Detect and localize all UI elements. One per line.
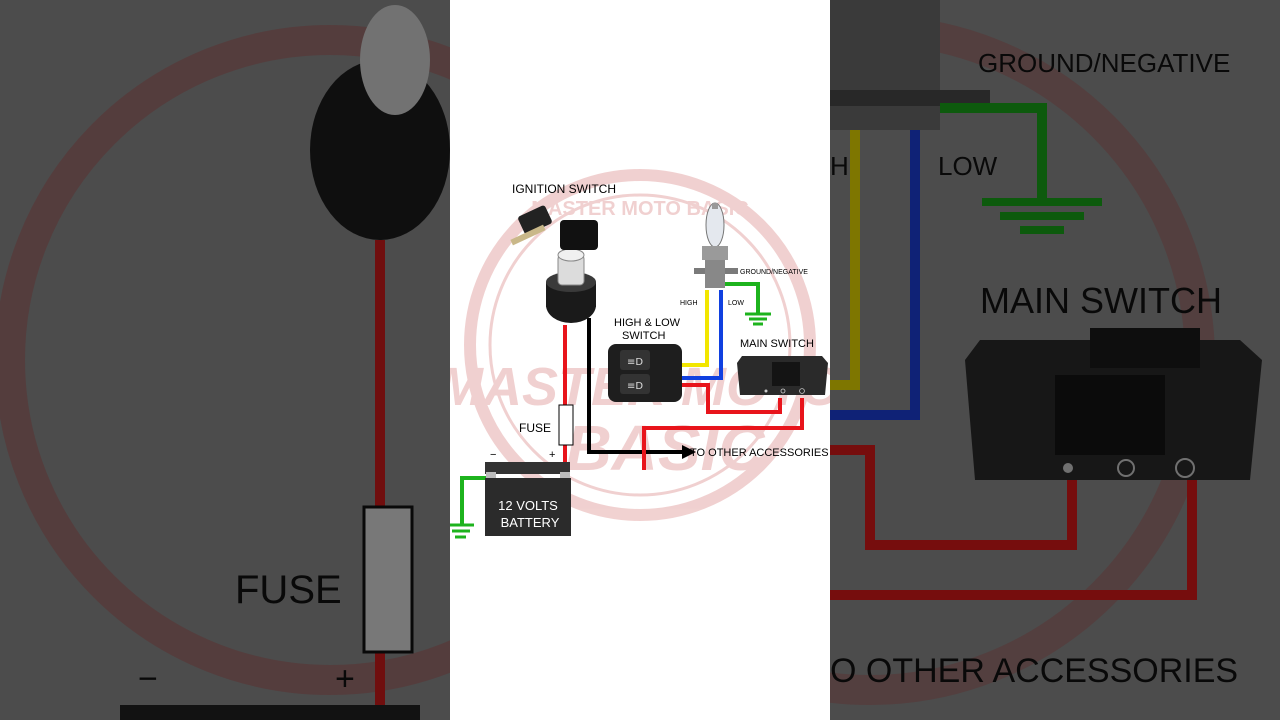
left-zoom-diagram: FUSE − +	[0, 0, 450, 720]
right-main-switch-toggle	[1055, 375, 1165, 455]
fuse-label: FUSE	[519, 421, 551, 435]
bulb-tip	[712, 203, 718, 209]
wire-yellow-high	[680, 290, 709, 367]
battery-negative-terminal	[486, 472, 496, 480]
right-zoom-diagram: GROUND/NEGATIVE LOW H MAIN SWITCH O OTHE…	[830, 0, 1280, 720]
low-wire-label: LOW	[728, 300, 744, 307]
wire-red-main-accessory	[642, 398, 804, 470]
high-low-switch-label-line2: SWITCH	[622, 330, 665, 342]
left-battery-top	[120, 705, 420, 720]
high-low-switch: ≡D ≡D	[608, 344, 682, 402]
battery-minus-label: −	[490, 449, 496, 461]
key-fob-icon	[518, 205, 552, 235]
main-switch	[737, 356, 828, 395]
right-main-switch-cap	[1090, 328, 1200, 368]
right-bulb-base	[830, 0, 940, 130]
high-beam-icon: ≡D	[627, 357, 643, 368]
left-watermark-ring	[0, 25, 450, 695]
battery-body	[485, 478, 571, 536]
battery-label-line1: 12 VOLTS	[498, 498, 558, 513]
right-parking-light-icon	[1117, 459, 1135, 477]
to-other-accessories-label: TO OTHER ACCESSORIES	[690, 447, 829, 459]
fuse-shape	[558, 404, 574, 446]
wire-red-switch-main	[682, 383, 782, 414]
watermark-top-text: MASTER MOTO BASIC	[531, 198, 748, 220]
left-fuse-shape	[362, 505, 414, 654]
bulb-base	[705, 260, 725, 288]
left-ignition-chrome	[360, 5, 430, 115]
left-red-wire	[375, 240, 385, 720]
headlight-wiring-diagram: MASTER MOTO BASIC MASTER MOTO BASIC	[450, 169, 830, 539]
accessory-arrow-icon	[682, 445, 696, 459]
main-switch-headlight-icon	[799, 388, 805, 394]
ignition-switch-label: IGNITION SWITCH	[512, 182, 616, 196]
right-green-wire	[940, 103, 1047, 200]
main-switch-toggle	[772, 362, 800, 386]
ground-negative-label: GROUND/NEGATIVE	[740, 269, 808, 276]
ignition-switch	[510, 205, 598, 323]
main-switch-off-icon	[764, 389, 768, 393]
wire-black-accessory	[587, 318, 682, 454]
wiring-diagram-panel: MASTER MOTO BASIC MASTER MOTO BASIC	[450, 0, 830, 720]
right-ground-bar1	[982, 198, 1102, 206]
right-ground-bar3	[1020, 226, 1064, 234]
battery-top-cover	[485, 462, 570, 474]
right-headlight-sun-icon	[1175, 458, 1195, 478]
high-beam-button	[620, 350, 650, 370]
key-blade-icon	[510, 224, 546, 246]
right-ground-bar2	[1000, 212, 1084, 220]
watermark-inner-ring	[488, 193, 792, 497]
low-beam-icon: ≡D	[627, 381, 643, 392]
right-red-wire-1	[830, 445, 1077, 550]
left-minus-label: −	[138, 660, 158, 698]
left-plus-label: +	[335, 660, 355, 698]
right-off-dot-icon	[1063, 463, 1073, 473]
right-red-wire-2	[830, 480, 1197, 600]
right-bulb-flange	[830, 90, 990, 106]
battery-label-line2: BATTERY	[501, 515, 560, 530]
main-switch-parking-icon	[780, 388, 786, 394]
right-main-switch-label: MAIN SWITCH	[980, 280, 1222, 321]
watermark-ring	[464, 169, 816, 521]
battery-plus-label: +	[549, 449, 555, 461]
right-yellow-wire-h	[830, 380, 860, 390]
watermark-main-line2: BASIC	[565, 412, 765, 484]
right-yellow-wire	[850, 130, 860, 390]
right-ground-label: GROUND/NEGATIVE	[978, 48, 1230, 78]
right-blue-wire	[910, 130, 920, 420]
right-blue-wire-h	[830, 410, 920, 420]
right-high-label: H	[830, 151, 849, 181]
ignition-cylinder-top	[557, 248, 585, 262]
main-switch-label: MAIN SWITCH	[740, 338, 814, 350]
right-background-panel: GROUND/NEGATIVE LOW H MAIN SWITCH O OTHE…	[830, 0, 1280, 720]
headlight-bulb-icon	[694, 202, 738, 288]
wire-blue-low	[680, 290, 723, 380]
right-accessories-label: O OTHER ACCESSORIES	[830, 652, 1238, 690]
high-low-switch-label-line1: HIGH & LOW	[614, 317, 681, 329]
battery-positive-terminal	[560, 472, 570, 480]
low-beam-button	[620, 374, 650, 394]
left-background-panel: FUSE − +	[0, 0, 450, 720]
wire-green-battery-ground	[460, 476, 490, 525]
bulb-glass	[705, 202, 725, 248]
wire-green-bulb-ground	[725, 282, 760, 314]
left-fuse-label: FUSE	[235, 568, 342, 612]
battery: 12 VOLTS BATTERY	[485, 462, 571, 536]
right-low-label: LOW	[938, 151, 998, 181]
key-head-icon	[560, 220, 598, 250]
bulb-collar	[702, 246, 728, 260]
high-wire-label: HIGH	[680, 300, 698, 307]
